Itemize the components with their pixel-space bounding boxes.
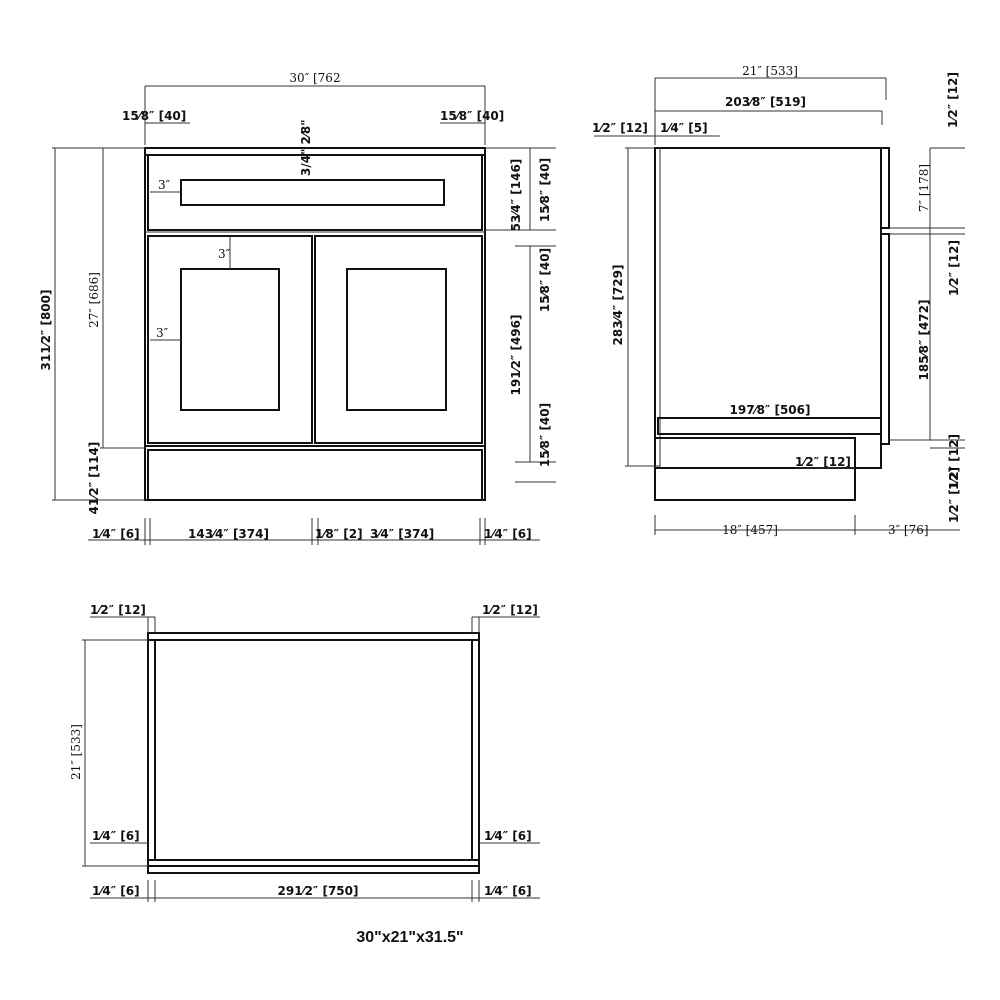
- side-right-mid-label: 1⁄2″ [12]: [947, 240, 961, 296]
- drawer-rail-label: 3/4" 2⁄8": [299, 120, 313, 176]
- side-right-bottom-label: 1⁄2″ [12]: [947, 434, 961, 490]
- top-left-side-label: 1⁄4″ [6]: [92, 829, 140, 843]
- top-bottom-right-label: 1⁄4″ [6]: [484, 884, 532, 898]
- bottom-right-edge-label: 1⁄4″ [6]: [484, 527, 532, 541]
- bottom-right-door-label: 3⁄4″ [374]: [370, 527, 434, 541]
- side-right-drawer-label: 7″ [178]: [917, 164, 931, 212]
- side-back-panel-label: 1⁄4″ [5]: [660, 121, 708, 135]
- front-stile-right-label: 15⁄8″ [40]: [440, 109, 504, 123]
- side-view: 21″ [533] 203⁄8″ [519] 1⁄2″ [12] 1⁄4″ [5…: [592, 64, 965, 537]
- drawer-face: [147, 154, 483, 231]
- door-stile-label: 3″: [156, 326, 169, 340]
- side-back-offset-label: 1⁄2″ [12]: [592, 121, 648, 135]
- top-bottom-width-label: 291⁄2″ [750]: [278, 884, 359, 898]
- side-right-base-label: 1⁄2″ [12]: [947, 467, 961, 523]
- side-shelf: [657, 417, 882, 435]
- front-total-height-label: 311⁄2″ [800]: [39, 290, 53, 371]
- right-door: [314, 235, 483, 444]
- right-door-height-label: 191⁄2″ [496]: [509, 315, 523, 396]
- side-drawer-front: [880, 147, 890, 229]
- right-door-panel: [346, 268, 447, 411]
- side-base-depth-label: 18″ [457]: [722, 523, 778, 537]
- right-mid-gap-label: 15⁄8″ [40]: [538, 248, 552, 312]
- bottom-left-door-label: 143⁄4″ [374]: [188, 527, 269, 541]
- side-box-depth-label: 203⁄8″ [519]: [725, 95, 806, 109]
- right-top-gap-label: 15⁄8″ [40]: [538, 158, 552, 222]
- top-right-side-label: 1⁄4″ [6]: [484, 829, 532, 843]
- drawer-panel: [180, 179, 445, 206]
- right-bottom-gap-label: 15⁄8″ [40]: [538, 403, 552, 467]
- door-rail-label: 3″: [218, 247, 231, 261]
- side-toe-recess-label: 1⁄2″ [12]: [795, 455, 851, 469]
- side-right-top-label: 1⁄2″ [12]: [946, 72, 960, 128]
- top-left-top-label: 1⁄2″ [12]: [90, 603, 146, 617]
- top-right-top-label: 1⁄2″ [12]: [482, 603, 538, 617]
- front-stile-left-label: 15⁄8″ [40]: [122, 109, 186, 123]
- side-outline: [654, 147, 882, 469]
- drawer-reveal-label: 3″: [158, 178, 171, 192]
- top-depth-label: 21″ [533]: [69, 724, 83, 780]
- front-width-label: 30″ [762: [289, 71, 340, 85]
- bottom-left-edge-label: 1⁄4″ [6]: [92, 527, 140, 541]
- front-box-height-label: 27″ [686]: [87, 272, 101, 328]
- side-toe-kick-label: 3″ [76]: [888, 523, 929, 537]
- top-bottom-left-label: 1⁄4″ [6]: [92, 884, 140, 898]
- top-outline: [147, 632, 480, 874]
- side-height-label: 283⁄4″ [729]: [611, 265, 625, 346]
- top-view: 1⁄2″ [12] 1⁄2″ [12] 21″ [533] 1⁄4″ [6] 1…: [69, 603, 540, 902]
- side-shelf-depth-label: 197⁄8″ [506]: [730, 403, 811, 417]
- toe-kick: [147, 449, 483, 501]
- left-door-panel: [180, 268, 280, 411]
- side-base: [654, 437, 856, 501]
- dimension-caption: 30"x21"x31.5": [356, 929, 463, 946]
- front-toe-height-label: 41⁄2″ [114]: [87, 442, 101, 515]
- bottom-center-label: 1⁄8″ [2]: [315, 527, 363, 541]
- front-view: 30″ [762 15⁄8″ [40] 15⁄8″ [40] 3″ 3/4" 2…: [39, 71, 556, 545]
- side-right-door-label: 185⁄8″ [472]: [917, 300, 931, 381]
- side-door-front: [880, 233, 890, 445]
- right-drawer-height-label: 53⁄4″ [146]: [509, 159, 523, 232]
- side-depth-label: 21″ [533]: [742, 64, 798, 78]
